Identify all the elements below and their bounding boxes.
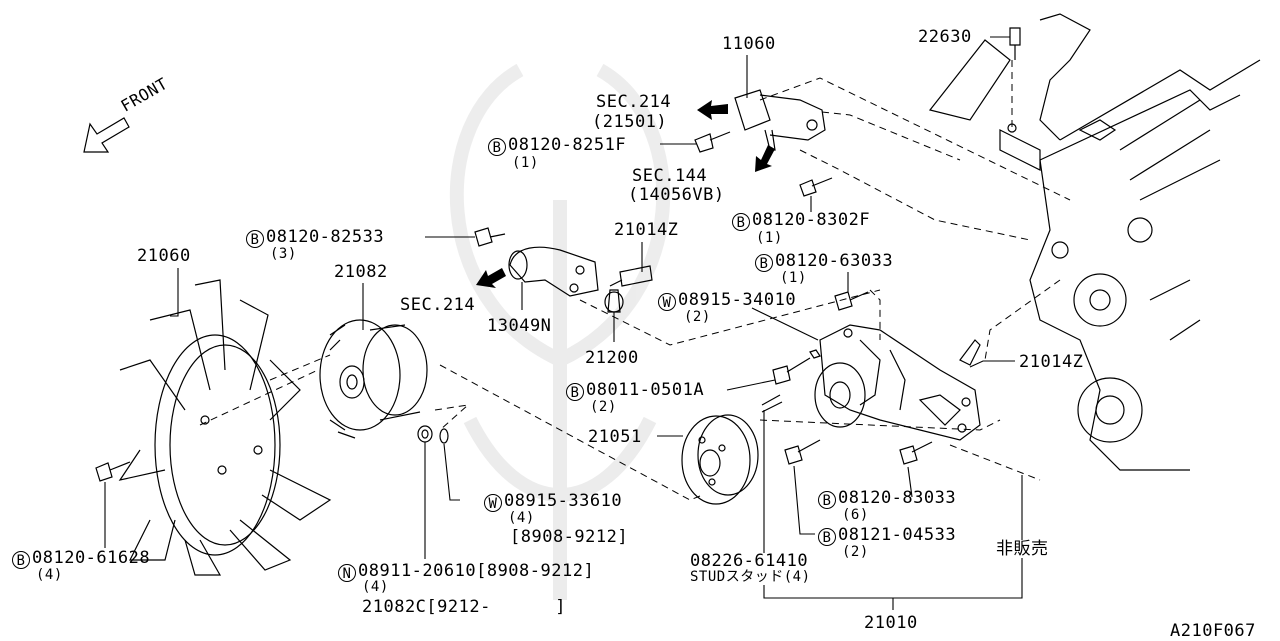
callout-bolt-04533-qty: (2): [842, 544, 869, 560]
bolt-prefix: B: [732, 213, 750, 231]
part-number: 08120-8302F: [752, 210, 871, 230]
arrow-sec144-icon: [755, 145, 775, 172]
bolt-prefix: B: [566, 383, 584, 401]
date-range: [8908-9212]: [476, 561, 595, 581]
callout-21082c: 21082C[9212- ]: [362, 597, 566, 617]
stud-61410: [761, 394, 783, 413]
callout-bolt-63033-qty: (1): [780, 270, 807, 286]
callout-bolt-0501a-qty: (2): [590, 399, 617, 415]
callout-bolt-8302f-qty: (1): [756, 230, 783, 246]
nut-20610: [417, 425, 433, 443]
bolt-8302f: [799, 177, 833, 197]
callout-bolt-82533-qty: (3): [270, 246, 297, 262]
watermark-emblem: [449, 63, 671, 600]
part-number: 08120-8251F: [508, 135, 627, 155]
bolt-8251f: [694, 131, 731, 153]
sensor-22630: [1009, 27, 1021, 60]
bolt-82533: [474, 227, 506, 247]
dashed-guides: [199, 60, 1071, 501]
bolt-prefix: B: [246, 230, 264, 248]
bolt-61628: [95, 461, 131, 482]
pulley-21051: [681, 414, 759, 505]
drawing-code: A210F067: [1170, 621, 1256, 641]
callout-11060: 11060: [722, 34, 776, 54]
part-number: 08011-0501A: [586, 380, 705, 400]
callout-13049n: 13049N: [487, 316, 552, 336]
callout-sec214-top-sub: (21501): [592, 112, 668, 132]
callout-21060: 21060: [137, 246, 191, 266]
callout-stud-desc: STUDスタッド(4): [690, 569, 811, 585]
callout-washer-34010-qty: (2): [684, 309, 711, 325]
callout-bolt-8251f-qty: (1): [512, 155, 539, 171]
bolt-04533: [784, 439, 821, 465]
callout-22630: 22630: [918, 27, 972, 47]
washer-33610: [439, 428, 449, 444]
callout-sec214-mid: SEC.214: [400, 295, 476, 315]
nut-prefix: N: [338, 564, 356, 582]
part-number: 08911-20610: [358, 561, 477, 581]
part-number: 08915-33610: [504, 491, 623, 511]
part-number: 08120-63033: [775, 251, 894, 271]
water-inlet-13049n: [508, 246, 599, 297]
bolt-83033: [899, 441, 933, 465]
bolt-prefix: B: [755, 254, 773, 272]
arrow-sec214-mid-icon: [476, 268, 506, 288]
callout-21010: 21010: [864, 613, 918, 633]
callout-sec214-top: SEC.214: [596, 92, 672, 112]
callout-sec144: SEC.144: [632, 166, 708, 186]
callout-bolt-61628-qty: (4): [36, 567, 63, 583]
bolt-prefix: B: [818, 528, 836, 546]
thermo-switch-21014z-top: [609, 265, 653, 287]
thermostat-21200: [604, 289, 624, 313]
callout-21014z-right: 21014Z: [1019, 352, 1084, 372]
arrow-sec214-top-icon: [697, 100, 728, 120]
callout-not-for-sale: 非販売: [996, 539, 1049, 559]
water-outlet-11060: [734, 89, 826, 151]
callout-bolt-83033-qty: (6): [842, 507, 869, 523]
washer-prefix: W: [658, 293, 676, 311]
part-number: 08120-82533: [266, 227, 385, 247]
part-number: 08121-04533: [838, 525, 957, 545]
callout-stud-61410: 08226-61410: [690, 551, 809, 571]
bolt-0501a: [772, 357, 811, 385]
water-pump-21010: [809, 324, 981, 441]
callout-21014z-top: 21014Z: [614, 220, 679, 240]
washer-prefix: W: [484, 494, 502, 512]
part-number: 08915-34010: [678, 290, 797, 310]
leader-lines: [104, 36, 1023, 610]
callout-21051: 21051: [588, 427, 642, 447]
engine-block: [928, 13, 1261, 471]
callout-nut-20610-qty: (4): [362, 579, 389, 595]
bolt-prefix: B: [818, 491, 836, 509]
callout-21200: 21200: [585, 348, 639, 368]
callout-21082: 21082: [334, 262, 388, 282]
fan-coupling-21082: [319, 319, 428, 439]
bolt-prefix: B: [12, 551, 30, 569]
bolt-63033: [834, 291, 869, 311]
front-arrow-icon: [83, 117, 130, 153]
part-number: 08120-83033: [838, 488, 957, 508]
callout-sec144-sub: (14056VB): [628, 185, 725, 205]
direction-arrows: [476, 100, 775, 288]
cooling-fan-21060: [118, 279, 332, 576]
bolt-prefix: B: [488, 138, 506, 156]
callout-washer-33610-qty: (4): [508, 510, 535, 526]
callout-washer-33610-date: [8908-9212]: [510, 527, 629, 547]
part-number: 08120-61628: [32, 548, 151, 568]
